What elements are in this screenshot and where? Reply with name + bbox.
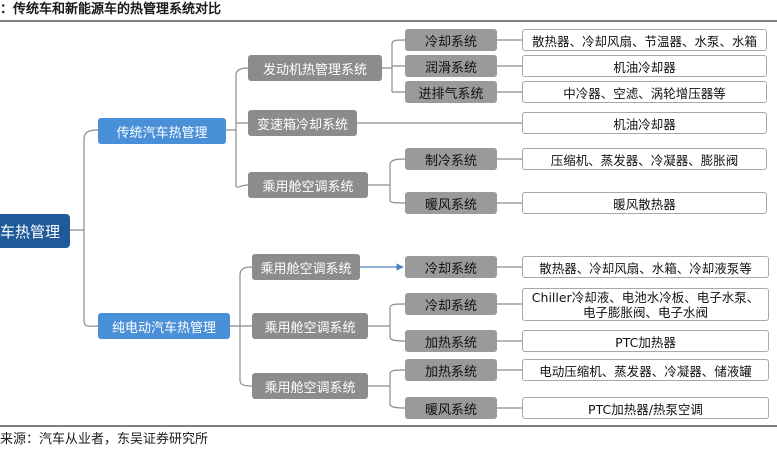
root-node: 车热管理 — [0, 214, 70, 248]
group2-cooling-node: 冷却系统 — [405, 293, 497, 315]
link-electric-groups — [230, 266, 253, 387]
gearbox-leaf: 机油冷却器 — [522, 112, 767, 134]
group1-cooling-node: 冷却系统 — [405, 256, 497, 278]
top-rule — [0, 20, 777, 22]
engine-cooling-node: 冷却系统 — [405, 29, 497, 51]
link-group3-subs — [368, 369, 406, 409]
group3-heating-node: 加热系统 — [405, 359, 497, 381]
figure-title: ：传统车和新能源车的热管理系统对比 — [0, 2, 222, 17]
engine-cooling-leaf: 散热器、冷却风扇、节温器、水泵、水箱 — [522, 29, 767, 51]
group2-cooling-leaf: Chiller冷却液、电池水冷板、电子水泵、 电子膨胀阀、电子水阀 — [522, 288, 769, 321]
cabin-heating-node: 暖风系统 — [405, 192, 497, 214]
link-traditional-children — [226, 67, 249, 188]
engine-lubrication-node: 润滑系统 — [405, 55, 497, 77]
link-engine-subs — [382, 39, 406, 93]
group2-heating-node: 加热系统 — [405, 330, 497, 352]
cabin-heating-leaf: 暖风散热器 — [522, 192, 767, 214]
engine-intake-node: 进排气系统 — [405, 81, 497, 103]
cabin-refrigeration-leaf: 压缩机、蒸发器、冷凝器、膨胀阀 — [522, 148, 767, 170]
group3-warm-leaf: PTC加热器/热泵空调 — [522, 397, 769, 419]
group3-heating-leaf: 电动压缩机、蒸发器、冷凝器、储液罐 — [522, 359, 769, 381]
link-root-traditional — [70, 129, 99, 327]
traditional-cabin-node: 乘用舱空调系统 — [248, 172, 368, 198]
group2-heating-leaf: PTC加热器 — [522, 330, 769, 352]
traditional-node: 传统汽车热管理 — [98, 118, 226, 144]
engine-lubrication-leaf: 机油冷却器 — [522, 55, 767, 77]
group2-cooling-leaf-line2: 电子膨胀阀、电子水阀 — [582, 304, 708, 320]
link-group2-subs — [368, 303, 406, 342]
gearbox-node: 变速箱冷却系统 — [248, 110, 357, 136]
electric-group2-node: 乘用舱空调系统 — [252, 313, 368, 339]
figure-source: 来源：汽车从业者，东吴证券研究所 — [0, 432, 209, 447]
electric-group3-node: 乘用舱空调系统 — [252, 373, 368, 399]
engine-node: 发动机热管理系统 — [248, 55, 382, 81]
group3-warm-node: 暖风系统 — [405, 397, 497, 419]
cabin-refrigeration-node: 制冷系统 — [405, 148, 497, 170]
link-cabin-subs — [368, 158, 406, 204]
engine-intake-leaf: 中冷器、空滤、涡轮增压器等 — [522, 81, 767, 103]
group2-cooling-leaf-line1: Chiller冷却液、电池水冷板、电子水泵、 — [531, 289, 760, 305]
bottom-rule — [0, 425, 777, 427]
link-sub-leaves — [497, 39, 522, 409]
group1-cooling-leaf: 散热器、冷却风扇、水箱、冷却液泵等 — [522, 256, 769, 278]
electric-group1-node: 乘用舱空调系统 — [252, 254, 360, 280]
electric-node: 纯电动汽车热管理 — [98, 313, 230, 339]
